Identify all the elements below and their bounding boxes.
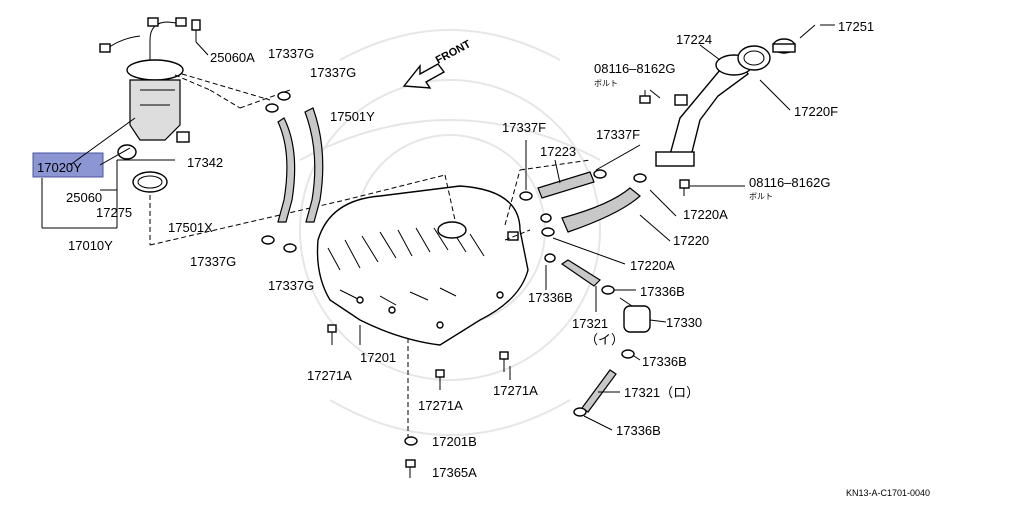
label-25060A: 25060A (210, 50, 255, 65)
label-17220F: 17220F (794, 104, 838, 119)
label-17220A-a: 17220A (683, 207, 728, 222)
label-17201B: 17201B (432, 434, 477, 449)
label-08116-right-sub: ボルト (749, 192, 773, 201)
label-17201: 17201 (360, 350, 396, 365)
label-08116-top-sub: ボルト (594, 79, 618, 88)
label-17271A-mid: 17271A (418, 398, 463, 413)
front-arrow (402, 63, 446, 89)
canister-17330[interactable] (619, 297, 651, 333)
label-17342: 17342 (187, 155, 223, 170)
label-17337G-top2: 17337G (310, 65, 356, 80)
hose-17501Y[interactable] (304, 107, 324, 223)
leader-lines-right (509, 24, 835, 431)
label-17501X: 17501X (168, 220, 213, 235)
seal-17220F[interactable] (737, 45, 771, 71)
label-17337G-mid2: 17337G (268, 278, 314, 293)
bolt-17271A-right[interactable] (499, 351, 509, 372)
gasket-17342[interactable] (132, 171, 168, 193)
label-17271A-left: 17271A (307, 368, 352, 383)
label-17020Y: 17020Y (37, 160, 82, 175)
clamps-17337G[interactable] (261, 91, 297, 253)
label-17336B-c: 17336B (642, 354, 687, 369)
label-17336B-d: 17336B (616, 423, 661, 438)
label-17365A: 17365A (432, 465, 477, 480)
bolt-08116-top[interactable] (639, 90, 651, 104)
clamps-17336B[interactable] (544, 253, 635, 417)
label-17271A-right: 17271A (493, 383, 538, 398)
part-labels: FRONT 17020Y 25060 17275 17010Y 17342 25… (37, 19, 930, 498)
label-17336B-b: 17336B (640, 284, 685, 299)
label-17501Y: 17501Y (330, 109, 375, 124)
bolt-08116-right[interactable] (679, 179, 690, 196)
front-label: FRONT (434, 38, 473, 67)
washer-17201B[interactable] (404, 436, 418, 446)
leader-lines-tank (344, 159, 591, 440)
label-08116-right: 08116–8162G (749, 175, 830, 190)
hose-17220[interactable] (561, 187, 641, 233)
bolt-17271A-left[interactable] (327, 324, 337, 345)
label-17010Y: 17010Y (68, 238, 113, 253)
hose-17223[interactable] (537, 171, 595, 199)
highlight-box-17020Y (32, 152, 104, 178)
filler-tube-17224[interactable] (655, 54, 753, 167)
cap-17251[interactable] (772, 38, 796, 54)
label-08116-top: 08116–8162G (594, 61, 675, 76)
label-17220: 17220 (673, 233, 709, 248)
label-17224: 17224 (676, 32, 712, 47)
hose-17321-ro[interactable] (581, 369, 617, 413)
label-17251: 17251 (838, 19, 874, 34)
fuel-tank-17201[interactable] (316, 185, 529, 346)
clamps-17337F-17220A[interactable] (519, 169, 647, 237)
label-17220A-b: 17220A (630, 258, 675, 273)
label-17321-i: 17321 (572, 316, 608, 331)
label-17321-i-sub: （イ） (585, 332, 624, 347)
label-17330: 17330 (666, 315, 702, 330)
label-17275: 17275 (96, 205, 132, 220)
hose-17501X[interactable] (277, 117, 296, 223)
label-25060: 25060 (66, 190, 102, 205)
label-17337G-mid1: 17337G (190, 254, 236, 269)
footer-code: KN13-A-C1701-0040 (846, 488, 930, 498)
label-17321-ro: 17321（ロ） (624, 385, 699, 400)
label-17223: 17223 (540, 144, 576, 159)
label-17336B-a: 17336B (528, 290, 573, 305)
label-17337F-a: 17337F (502, 120, 546, 135)
leader-lines-left (41, 41, 346, 246)
label-17337G-top1: 17337G (268, 46, 314, 61)
label-17337F-b: 17337F (596, 127, 640, 142)
hose-17321-i[interactable] (560, 259, 601, 287)
bolt-17365A[interactable] (405, 459, 416, 478)
fuel-pump-assembly[interactable] (99, 17, 190, 160)
clamp-bolt-25060A[interactable] (191, 19, 201, 42)
bolt-17271A-mid[interactable] (435, 369, 445, 390)
